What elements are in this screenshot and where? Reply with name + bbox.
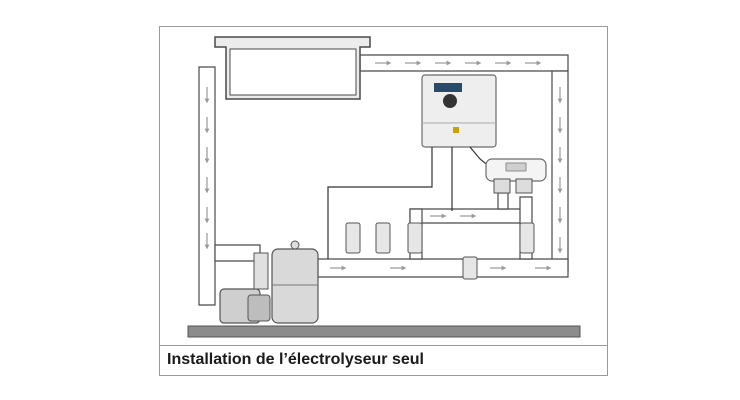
flow-arrows: [204, 60, 563, 271]
pump-icon: [219, 252, 271, 324]
figure-frame: Installation de l’électrolyseur seul: [159, 26, 608, 376]
electrolysis-cell-icon: [485, 158, 547, 194]
ground-slab: [187, 325, 581, 338]
pool-icon: [214, 36, 371, 100]
installation-diagram: [187, 36, 581, 338]
caption-bar: Installation de l’électrolyseur seul: [160, 345, 607, 375]
control-box-icon: [421, 74, 497, 148]
filter-icon: [271, 240, 319, 324]
figure-caption: Installation de l’électrolyseur seul: [167, 351, 424, 368]
valve-icon: [345, 222, 535, 280]
